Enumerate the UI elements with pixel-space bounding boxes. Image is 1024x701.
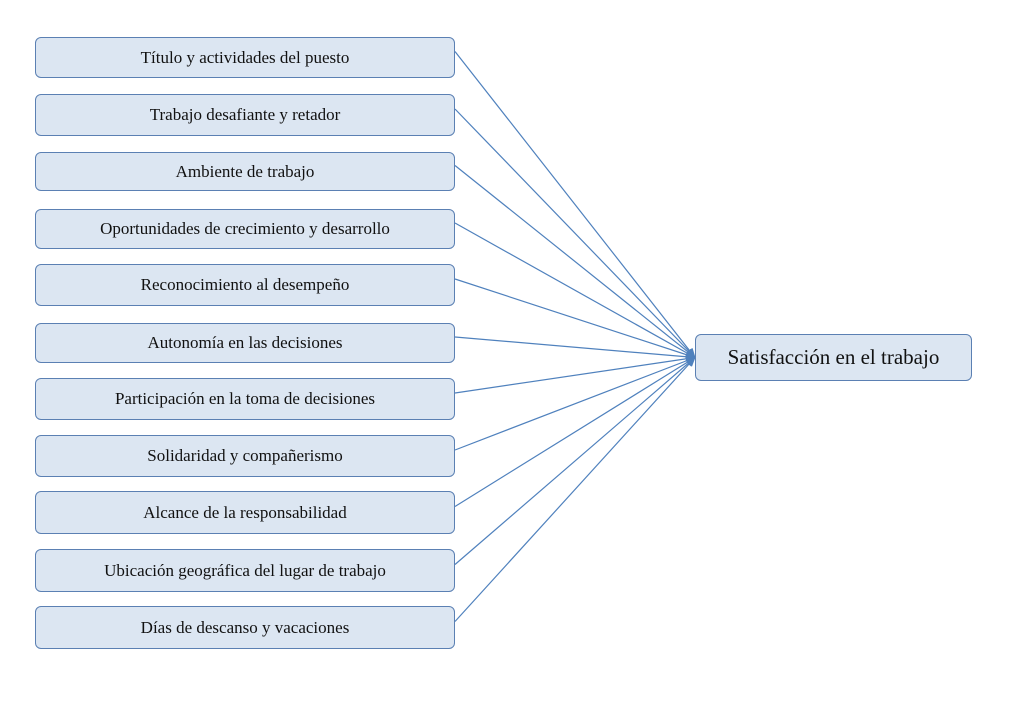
- factor-box-titulo: Título y actividades del puesto: [35, 37, 455, 78]
- connector-line-7: [454, 356, 696, 451]
- factor-label: Oportunidades de crecimiento y desarroll…: [100, 219, 390, 238]
- factor-box-participacion: Participación en la toma de decisiones: [35, 378, 455, 420]
- factor-box-trabajo-desafiante: Trabajo desafiante y retador: [35, 94, 455, 136]
- factor-label: Título y actividades del puesto: [140, 47, 350, 67]
- factor-label: Días de descanso y vacaciones: [140, 617, 350, 637]
- factor-box-dias-descanso: Días de descanso y vacaciones: [35, 606, 455, 649]
- connector-line-5: [454, 336, 696, 361]
- factor-label: Ubicación geográfica del lugar de trabaj…: [104, 560, 386, 580]
- connector-line-10: [454, 356, 696, 622]
- factor-box-alcance: Alcance de la responsabilidad: [35, 491, 455, 534]
- factor-box-autonomia: Autonomía en las decisiones: [35, 323, 455, 363]
- factor-box-reconocimiento: Reconocimiento al desempeño: [35, 264, 455, 306]
- target-box-satisfaccion: Satisfacción en el trabajo: [695, 334, 972, 381]
- factor-box-oportunidades: Oportunidades de crecimiento y desarroll…: [35, 209, 455, 249]
- factor-label: Participación en la toma de decisiones: [114, 389, 376, 408]
- connector-line-1: [454, 108, 696, 359]
- connector-line-3: [454, 222, 696, 359]
- connector-line-8: [454, 356, 696, 508]
- factor-label: Reconocimiento al desempeño: [140, 275, 350, 294]
- factor-label: Alcance de la responsabilidad: [143, 502, 347, 522]
- factor-label: Solidaridad y compañerismo: [147, 446, 343, 465]
- connector-line-2: [454, 165, 696, 359]
- factor-box-solidaridad: Solidaridad y compañerismo: [35, 435, 455, 477]
- factor-box-ambiente: Ambiente de trabajo: [35, 152, 455, 191]
- factor-label: Ambiente de trabajo: [175, 161, 315, 181]
- target-label: Satisfacción en el trabajo: [727, 345, 940, 369]
- connector-line-6: [454, 354, 696, 394]
- factor-box-ubicacion: Ubicación geográfica del lugar de trabaj…: [35, 549, 455, 592]
- connector-line-0: [454, 51, 696, 359]
- factor-label: Autonomía en las decisiones: [147, 333, 343, 352]
- connector-line-9: [454, 356, 696, 565]
- factor-label: Trabajo desafiante y retador: [149, 105, 341, 124]
- connector-line-4: [454, 278, 696, 359]
